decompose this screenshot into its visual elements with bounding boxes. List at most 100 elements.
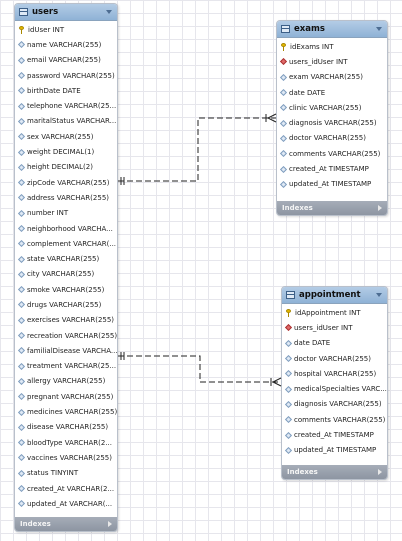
column-row[interactable]: exercises VARCHAR(255) bbox=[15, 313, 117, 328]
table-icon bbox=[286, 291, 295, 299]
primary-key-icon bbox=[285, 308, 292, 317]
primary-key-icon bbox=[280, 42, 287, 51]
column-label: city VARCHAR(255) bbox=[27, 270, 95, 279]
column-label: users_idUser INT bbox=[289, 57, 348, 66]
column-label: complement VARCHAR(... bbox=[27, 239, 117, 248]
column-row[interactable]: state VARCHAR(255) bbox=[15, 251, 117, 266]
relationship-users-exams[interactable] bbox=[118, 113, 277, 185]
indexes-footer[interactable]: Indexes bbox=[282, 465, 387, 479]
column-label: doctor VARCHAR(255) bbox=[294, 354, 371, 363]
column-row[interactable]: smoke VARCHAR(255) bbox=[15, 282, 117, 297]
column-row[interactable]: pregnant VARCHAR(255) bbox=[15, 389, 117, 404]
column-row[interactable]: height DECIMAL(2) bbox=[15, 160, 117, 175]
column-row[interactable]: maritalStatus VARCHAR... bbox=[15, 114, 117, 129]
column-label: name VARCHAR(255) bbox=[27, 40, 102, 49]
column-row[interactable]: doctor VARCHAR(255) bbox=[282, 351, 387, 366]
column-label: comments VARCHAR(255) bbox=[289, 149, 381, 158]
column-row[interactable]: address VARCHAR(255) bbox=[15, 190, 117, 205]
table-header[interactable]: users bbox=[15, 4, 117, 21]
column-row[interactable]: exam VARCHAR(255) bbox=[277, 70, 387, 85]
column-row[interactable]: city VARCHAR(255) bbox=[15, 267, 117, 282]
column-row[interactable]: bloodType VARCHAR(2... bbox=[15, 435, 117, 450]
column-row[interactable]: zipCode VARCHAR(255) bbox=[15, 175, 117, 190]
column-row[interactable]: complement VARCHAR(... bbox=[15, 236, 117, 251]
column-row[interactable]: date DATE bbox=[282, 336, 387, 351]
column-label: zipCode VARCHAR(255) bbox=[27, 178, 110, 187]
column-row[interactable]: comments VARCHAR(255) bbox=[282, 412, 387, 427]
indexes-footer[interactable]: Indexes bbox=[15, 517, 117, 531]
chevron-down-icon[interactable] bbox=[106, 10, 112, 14]
column-label: date DATE bbox=[294, 339, 331, 348]
relationship-users-appointment[interactable] bbox=[118, 352, 282, 387]
column-label: number INT bbox=[27, 209, 69, 218]
column-row[interactable]: recreation VARCHAR(255) bbox=[15, 328, 117, 343]
column-label: updated_At VARCHAR(... bbox=[27, 499, 113, 508]
column-row[interactable]: created_At VARCHAR(2... bbox=[15, 481, 117, 496]
column-label: updated_At TIMESTAMP bbox=[294, 446, 377, 455]
column-row[interactable]: email VARCHAR(255) bbox=[15, 53, 117, 68]
column-row[interactable]: neighborhood VARCHA... bbox=[15, 221, 117, 236]
column-row[interactable]: diagnosis VARCHAR(255) bbox=[282, 397, 387, 412]
column-row[interactable]: updated_At TIMESTAMP bbox=[277, 177, 387, 192]
column-label: exercises VARCHAR(255) bbox=[27, 316, 115, 325]
column-label: exam VARCHAR(255) bbox=[289, 73, 363, 82]
column-label: pregnant VARCHAR(255) bbox=[27, 392, 114, 401]
column-label: idAppointment INT bbox=[295, 308, 361, 317]
column-label: familialDisease VARCHA... bbox=[27, 346, 117, 355]
column-row[interactable]: sex VARCHAR(255) bbox=[15, 129, 117, 144]
indexes-footer[interactable]: Indexes bbox=[277, 201, 387, 215]
column-row[interactable]: vaccines VARCHAR(255) bbox=[15, 450, 117, 465]
chevron-right-icon[interactable] bbox=[108, 521, 112, 527]
indexes-label: Indexes bbox=[282, 204, 313, 212]
column-row[interactable]: users_idUser INT bbox=[282, 320, 387, 335]
table-header[interactable]: appointment bbox=[282, 287, 387, 304]
column-label: hospital VARCHAR(255) bbox=[294, 369, 377, 378]
column-row[interactable]: allergy VARCHAR(255) bbox=[15, 374, 117, 389]
column-label: maritalStatus VARCHAR... bbox=[27, 117, 117, 126]
column-row[interactable]: birthDate DATE bbox=[15, 83, 117, 98]
column-row[interactable]: telephone VARCHAR(25... bbox=[15, 98, 117, 113]
column-row[interactable]: comments VARCHAR(255) bbox=[277, 146, 387, 161]
column-row[interactable]: medicines VARCHAR(255) bbox=[15, 404, 117, 419]
column-row[interactable]: doctor VARCHAR(255) bbox=[277, 131, 387, 146]
table-icon bbox=[281, 25, 290, 33]
column-label: comments VARCHAR(255) bbox=[294, 415, 386, 424]
column-row[interactable]: idUser INT bbox=[15, 22, 117, 37]
column-row[interactable]: diagnosis VARCHAR(255) bbox=[277, 115, 387, 130]
column-row[interactable]: treatment VARCHAR(25... bbox=[15, 359, 117, 374]
column-row[interactable]: clinic VARCHAR(255) bbox=[277, 100, 387, 115]
column-row[interactable]: created_At TIMESTAMP bbox=[277, 161, 387, 176]
column-row[interactable]: password VARCHAR(255) bbox=[15, 68, 117, 83]
column-row[interactable]: number INT bbox=[15, 206, 117, 221]
chevron-down-icon[interactable] bbox=[376, 293, 382, 297]
column-row[interactable]: updated_At VARCHAR(... bbox=[15, 496, 117, 511]
column-row[interactable]: updated_At TIMESTAMP bbox=[282, 443, 387, 458]
column-row[interactable]: disease VARCHAR(255) bbox=[15, 420, 117, 435]
column-row[interactable]: idExams INT bbox=[277, 39, 387, 54]
column-row[interactable]: familialDisease VARCHA... bbox=[15, 343, 117, 358]
column-label: vaccines VARCHAR(255) bbox=[27, 453, 112, 462]
table-appointment[interactable]: appointment idAppointment INT users_idUse… bbox=[281, 286, 388, 480]
chevron-right-icon[interactable] bbox=[378, 469, 382, 475]
indexes-label: Indexes bbox=[287, 468, 318, 476]
column-label: telephone VARCHAR(25... bbox=[27, 102, 117, 111]
chevron-right-icon[interactable] bbox=[378, 205, 382, 211]
column-row[interactable]: status TINYINT bbox=[15, 466, 117, 481]
chevron-down-icon[interactable] bbox=[376, 27, 382, 31]
table-users[interactable]: users idUser INT name VARCHAR(255) email V… bbox=[14, 3, 118, 532]
column-row[interactable]: date DATE bbox=[277, 85, 387, 100]
column-row[interactable]: drugs VARCHAR(255) bbox=[15, 297, 117, 312]
table-exams[interactable]: exams idExams INT users_idUser INT exam VA… bbox=[276, 20, 388, 216]
table-header[interactable]: exams bbox=[277, 21, 387, 38]
column-row[interactable]: medicalSpecialties VARC... bbox=[282, 381, 387, 396]
column-list: idUser INT name VARCHAR(255) email VARCHAR… bbox=[15, 21, 117, 512]
column-row[interactable]: created_At TIMESTAMP bbox=[282, 427, 387, 442]
column-row[interactable]: weight DECIMAL(1) bbox=[15, 144, 117, 159]
column-label: neighborhood VARCHA... bbox=[27, 224, 113, 233]
column-row[interactable]: users_idUser INT bbox=[277, 54, 387, 69]
column-list: idAppointment INT users_idUser INT date DA… bbox=[282, 304, 387, 458]
column-row[interactable]: idAppointment INT bbox=[282, 305, 387, 320]
column-label: treatment VARCHAR(25... bbox=[27, 362, 117, 371]
column-row[interactable]: name VARCHAR(255) bbox=[15, 37, 117, 52]
column-row[interactable]: hospital VARCHAR(255) bbox=[282, 366, 387, 381]
